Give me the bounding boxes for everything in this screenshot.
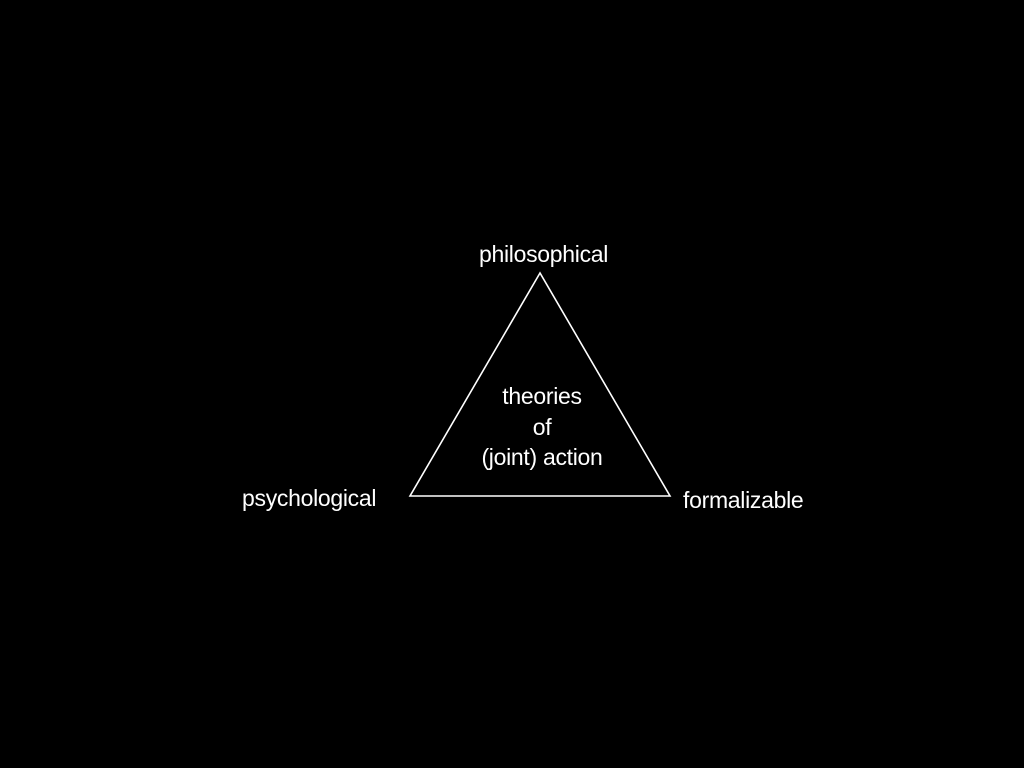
vertex-label-philosophical: philosophical [479, 241, 609, 267]
center-line-2: of [532, 413, 552, 440]
vertex-label-psychological: psychological [242, 485, 377, 511]
vertex-label-formalizable: formalizable [683, 487, 804, 513]
center-line-1: theories [502, 383, 582, 409]
center-title: theories of (joint) action [442, 381, 642, 473]
center-line-3: (joint) action [481, 444, 603, 470]
